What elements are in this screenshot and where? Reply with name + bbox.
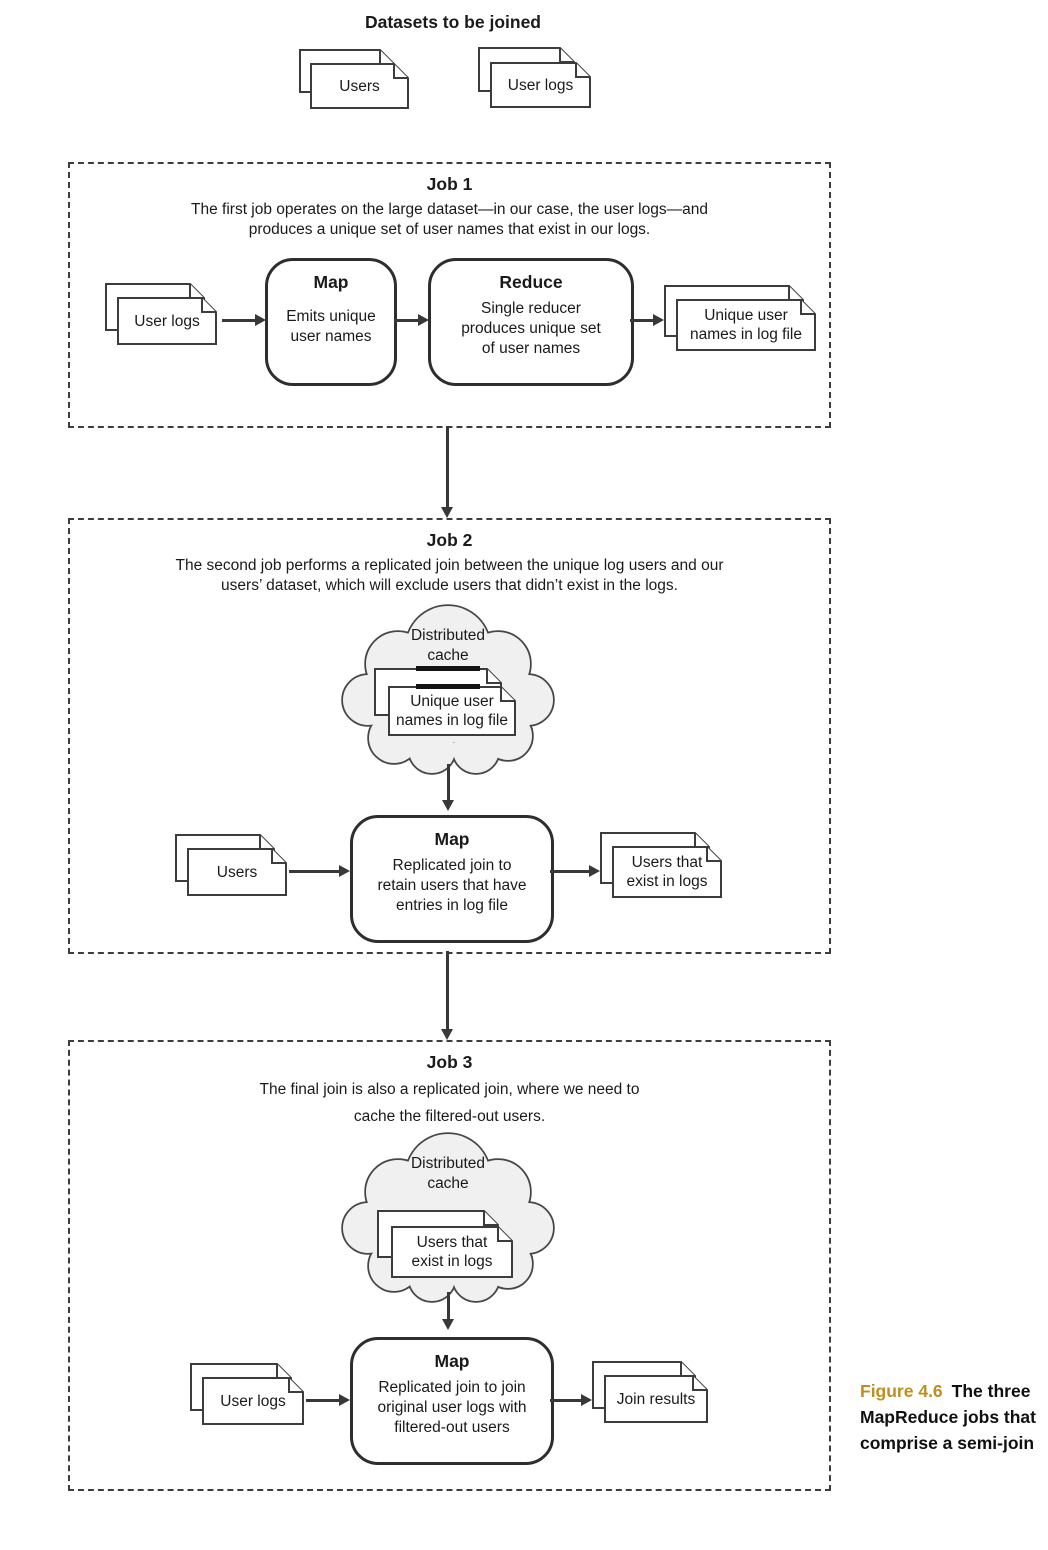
- document-users-exist-in-logs: Users that exist in logs: [612, 846, 722, 898]
- document-user-logs: User logs: [490, 62, 591, 108]
- job2-output-doc-stack: Users that exist in logs: [600, 832, 724, 900]
- job2-desc-line1: The second job performs a replicated joi…: [175, 557, 724, 574]
- cache-bar: [416, 666, 480, 671]
- job3-input-doc-stack: User logs: [190, 1363, 306, 1427]
- arrow-cache-to-map: [442, 764, 454, 811]
- job3-title: Job 3: [426, 1052, 473, 1072]
- document-users: Users: [310, 63, 409, 109]
- doc-label-line2: exist in logs: [411, 1253, 493, 1270]
- cache-label-line1: Distributed: [410, 627, 486, 644]
- job2-desc-line2: users’ dataset, which will exclude users…: [221, 576, 678, 594]
- doc-label-line2: exist in logs: [626, 873, 708, 890]
- map-body: Replicated join to retain users that hav…: [353, 856, 551, 916]
- reduce-title: Reduce: [499, 272, 563, 292]
- job1-box: Job 1 The first job operates on the larg…: [68, 162, 831, 428]
- doc-label: User logs: [220, 1392, 286, 1410]
- document-unique-user-names: Unique user names in log file: [676, 299, 816, 351]
- doc-label: Unique user names in log file: [690, 306, 802, 344]
- map-title: Map: [313, 272, 349, 292]
- map-title: Map: [434, 829, 470, 849]
- document-join-results: Join results: [604, 1375, 708, 1423]
- doc-label: User logs: [134, 312, 200, 330]
- map-body-line3: entries in log file: [395, 897, 508, 914]
- job1-title: Job 1: [426, 174, 473, 194]
- map-body: Replicated join to join original user lo…: [353, 1378, 551, 1438]
- arrow-reduce-to-output: [630, 314, 664, 326]
- job3-map-node: Map Replicated join to join original use…: [350, 1337, 554, 1465]
- job1-description: The first job operates on the large data…: [70, 200, 829, 239]
- doc-label: Users: [339, 77, 380, 95]
- doc-label-line1: Users that: [631, 854, 703, 871]
- job2-title: Job 2: [426, 530, 473, 550]
- arrow-input-to-map: [306, 1394, 350, 1406]
- doc-label: Unique user names in log file: [396, 692, 508, 730]
- diagram-title: Datasets to be joined: [364, 12, 541, 32]
- cache-label-line2: cache: [427, 647, 469, 664]
- doc-label-line2: names in log file: [689, 326, 802, 343]
- doc-label: Users that exist in logs: [412, 1233, 493, 1271]
- job2-map-node: Map Replicated join to retain users that…: [350, 815, 554, 943]
- job2-input-doc-stack: Users: [175, 834, 289, 898]
- document-cached-users-exist: Users that exist in logs: [391, 1226, 513, 1278]
- doc-label: Users that exist in logs: [627, 853, 708, 891]
- document-user-logs: User logs: [202, 1377, 304, 1425]
- arrow-map-to-output: [550, 1394, 592, 1406]
- distributed-cache-label: Distributed cache: [336, 1154, 560, 1194]
- document-user-logs: User logs: [117, 297, 217, 345]
- arrow-job2-to-job3: [441, 951, 453, 1040]
- cache-label-line2: cache: [427, 1175, 469, 1192]
- cache-bar: [416, 684, 480, 689]
- doc-label-line2: names in log file: [395, 712, 508, 729]
- document-cached-unique-users: Unique user names in log file: [388, 686, 516, 736]
- arrow-map-to-output: [550, 865, 600, 877]
- job1-input-doc-stack: User logs: [105, 283, 219, 347]
- map-body-line1: Emits unique: [286, 308, 376, 325]
- map-body-line2: user names: [290, 328, 372, 345]
- arrow-cache-to-map: [442, 1292, 454, 1330]
- doc-stack-user-logs: User logs: [478, 47, 592, 109]
- doc-stack-users: Users: [299, 49, 411, 109]
- doc-label: Users: [216, 863, 258, 881]
- doc-label: Join results: [616, 1390, 696, 1408]
- job3-output-doc-stack: Join results: [592, 1361, 710, 1425]
- map-body-line2: retain users that have: [377, 877, 527, 894]
- job3-description: The final join is also a replicated join…: [70, 1076, 829, 1130]
- doc-label-line1: Unique user: [704, 307, 788, 324]
- arrow-map-to-reduce: [394, 314, 429, 326]
- job1-desc-line1: The first job operates on the large data…: [191, 201, 708, 218]
- job3-desc-line2: cache the filtered-out users.: [353, 1108, 546, 1125]
- job2-box: Job 2 The second job performs a replicat…: [68, 518, 831, 954]
- map-body: Emits unique user names: [268, 307, 394, 347]
- map-title: Map: [434, 1351, 470, 1371]
- job2-description: The second job performs a replicated joi…: [70, 556, 829, 595]
- doc-label-line1: Users that: [416, 1234, 488, 1251]
- distributed-cache-label: Distributed cache: [336, 626, 560, 666]
- map-body-line1: Replicated join to: [392, 857, 512, 874]
- cache-label-line1: Distributed: [410, 1155, 486, 1172]
- job1-output-doc-stack: Unique user names in log file: [664, 285, 818, 353]
- job1-map-node: Map Emits unique user names: [265, 258, 397, 386]
- reduce-body-line2: produces unique set: [461, 320, 601, 337]
- map-body-line1: Replicated join to join: [378, 1379, 526, 1396]
- arrow-input-to-map: [289, 865, 350, 877]
- reduce-body-line1: Single reducer: [481, 300, 581, 317]
- job3-desc-line1: The final join is also a replicated join…: [259, 1081, 640, 1098]
- job1-reduce-node: Reduce Single reducer produces unique se…: [428, 258, 634, 386]
- reduce-body: Single reducer produces unique set of us…: [431, 299, 631, 359]
- doc-label: User logs: [507, 76, 574, 94]
- figure-caption-text: The three MapReduce jobs that comprise a…: [860, 1381, 1036, 1453]
- arrow-input-to-map: [222, 314, 266, 326]
- reduce-body-line3: of user names: [481, 340, 581, 357]
- job3-box: Job 3 The final join is also a replicate…: [68, 1040, 831, 1491]
- map-body-line3: filtered-out users: [394, 1419, 510, 1436]
- arrow-job1-to-job2: [441, 426, 453, 518]
- document-users: Users: [187, 848, 287, 896]
- job1-desc-line2: produces a unique set of user names that…: [248, 220, 651, 238]
- map-body-line2: original user logs with: [377, 1399, 527, 1416]
- figure-number: Figure 4.6: [860, 1381, 943, 1401]
- doc-label-line1: Unique user: [410, 693, 494, 710]
